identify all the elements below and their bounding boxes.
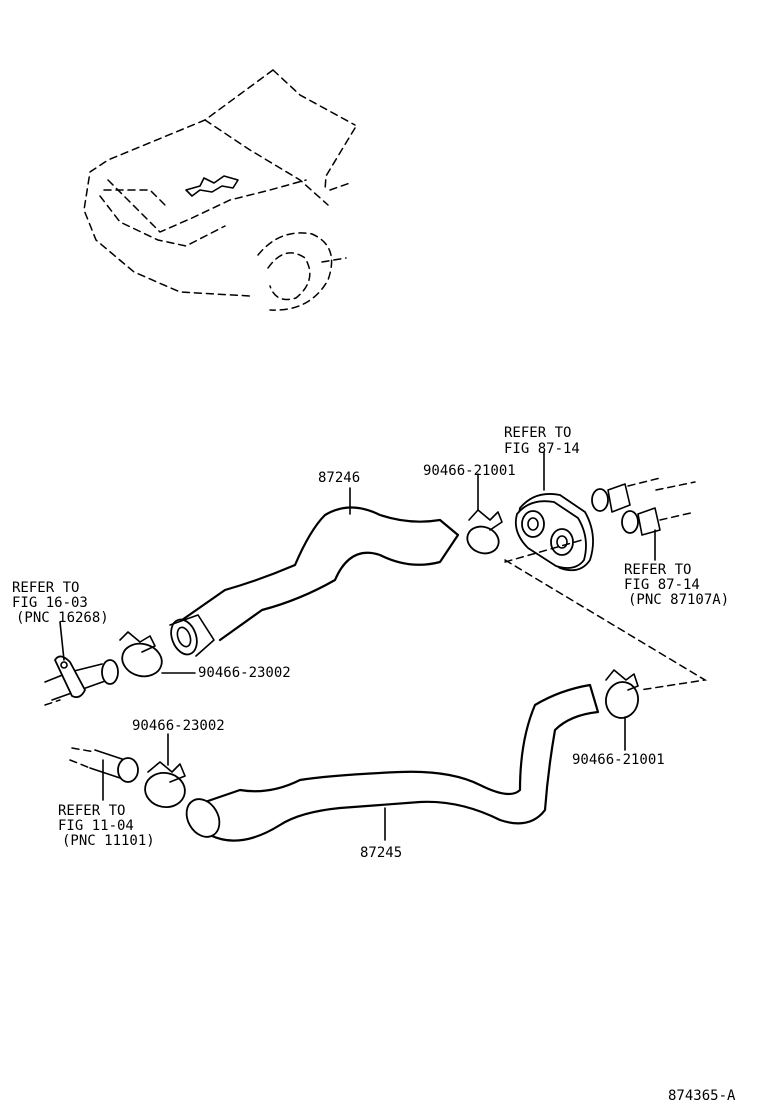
refer-top-line1: REFER TO bbox=[504, 425, 572, 441]
hose-87245 bbox=[185, 683, 600, 842]
label-87246: 87246 bbox=[318, 470, 361, 486]
figure-id: 874365-A bbox=[668, 1088, 736, 1104]
leader-return-dash bbox=[504, 559, 708, 691]
refer-bottom-line2: FIG 11-04 bbox=[58, 818, 134, 834]
clamp-upper-left bbox=[119, 631, 196, 678]
label-clamp-upper-left: 90466-23002 bbox=[198, 665, 291, 681]
refer-right-line1: REFER TO bbox=[624, 562, 692, 578]
refer-top-line2: FIG 87-14 bbox=[504, 441, 580, 457]
refer-right-line2: FIG 87-14 bbox=[624, 577, 700, 593]
refer-left-line3: (PNC 16268) bbox=[16, 610, 109, 626]
refer-left-line1: REFER TO bbox=[12, 580, 80, 596]
refer-bottom-line3: (PNC 11101) bbox=[62, 833, 155, 849]
clamp-upper-right bbox=[466, 473, 503, 555]
label-clamp-lower-right: 90466-21001 bbox=[572, 752, 665, 768]
hose-87246 bbox=[169, 487, 460, 657]
car-locator-illustration bbox=[83, 69, 356, 311]
refer-right-line3: (PNC 87107A) bbox=[628, 592, 730, 608]
leader-flange-dash bbox=[504, 539, 583, 563]
refer-left-line2: FIG 16-03 bbox=[12, 595, 88, 611]
pipe-left bbox=[44, 621, 119, 706]
pipe-bottom-left bbox=[69, 747, 139, 801]
label-clamp-upper-right: 90466-21001 bbox=[423, 463, 516, 479]
label-87245: 87245 bbox=[360, 845, 403, 861]
clamp-lower-right bbox=[605, 669, 639, 751]
heater-core-flange bbox=[514, 477, 696, 572]
clamp-lower-left bbox=[144, 733, 186, 808]
label-clamp-lower-left: 90466-23002 bbox=[132, 718, 225, 734]
refer-bottom-line1: REFER TO bbox=[58, 803, 126, 819]
